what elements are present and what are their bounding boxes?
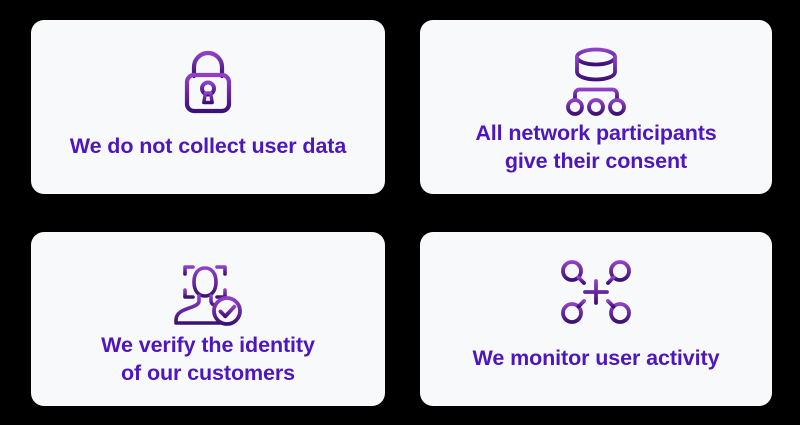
card-activity-monitoring[interactable]: We monitor user activity [420, 232, 772, 406]
network-nodes-plus-icon [555, 252, 637, 332]
card-no-data-collection[interactable]: We do not collect user data [31, 20, 385, 194]
cards-grid: We do not collect user data [31, 20, 772, 406]
card-participant-consent[interactable]: All network participants give their cons… [420, 20, 772, 194]
card-label: We monitor user activity [472, 346, 720, 371]
lock-icon [172, 40, 244, 120]
face-id-verified-icon [165, 252, 251, 332]
card-identity-verification[interactable]: We verify the identity of our customers [31, 232, 385, 406]
card-label: We verify the identity of our customers [101, 333, 315, 385]
card-label: We do not collect user data [69, 134, 347, 159]
database-network-icon [557, 40, 635, 120]
card-label: All network participants give their cons… [475, 121, 717, 173]
